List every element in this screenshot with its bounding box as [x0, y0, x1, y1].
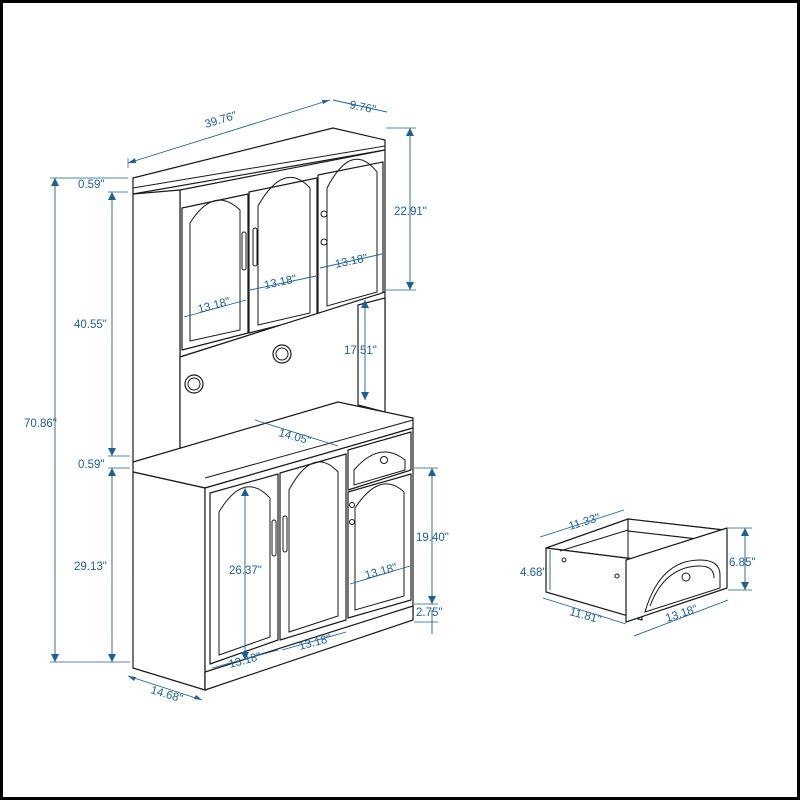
- label-top-thickness: 0.59": [78, 179, 104, 191]
- cabinet-dimension-drawing: 39.76" 9.76" 0.59" 40.55" 70.86" 0.59" 2…: [24, 99, 755, 705]
- upper-door-middle: [248, 177, 318, 334]
- label-base-height: 2.75": [416, 607, 442, 619]
- lower-door-right: [347, 473, 412, 619]
- label-upper-door-height: 22.91": [394, 206, 427, 218]
- label-drawer-front-height: 6.85": [729, 557, 755, 569]
- label-total-height: 70.86": [24, 418, 57, 430]
- cabinet-drawing: [132, 127, 414, 691]
- lower-handle-left: [271, 519, 277, 557]
- label-open-shelf-height: 17.51": [344, 345, 377, 357]
- drawer-front-panel: [625, 527, 728, 623]
- label-right-door-height: 19.40": [416, 532, 449, 544]
- lower-door-middle: [279, 453, 347, 641]
- drawer-knob: [380, 456, 388, 464]
- left-side-panel: [132, 189, 181, 471]
- base-plinth: [204, 605, 414, 691]
- upper-knob-right: [320, 210, 328, 218]
- lower-handle-middle: [282, 515, 288, 553]
- drawer-detail-drawing: [545, 518, 728, 623]
- label-width-top: 39.76": [203, 110, 238, 131]
- label-lower-door-height: 26.37": [229, 565, 262, 577]
- drawer-side: [545, 547, 643, 621]
- label-mid-thickness: 0.59": [78, 459, 104, 471]
- upper-door-right: [317, 158, 384, 316]
- upper-handle-middle: [252, 227, 258, 267]
- upper-handle-left: [241, 231, 247, 271]
- drawer-detail-knob: [681, 572, 691, 582]
- small-drawer-front: [347, 431, 412, 491]
- lower-door-left: [209, 473, 279, 665]
- label-base-depth: 14.68": [149, 684, 184, 705]
- label-drawer-inner-height: 4.68": [520, 567, 546, 579]
- upper-door-left: [181, 193, 249, 351]
- dimension-lines: [50, 99, 752, 701]
- label-depth-top: 9.76": [348, 99, 376, 116]
- label-upper-height: 40.55": [74, 319, 107, 331]
- label-lower-height: 29.13": [74, 561, 107, 573]
- label-drawer-width: 11.81": [568, 606, 602, 626]
- lower-side-panel: [132, 471, 206, 691]
